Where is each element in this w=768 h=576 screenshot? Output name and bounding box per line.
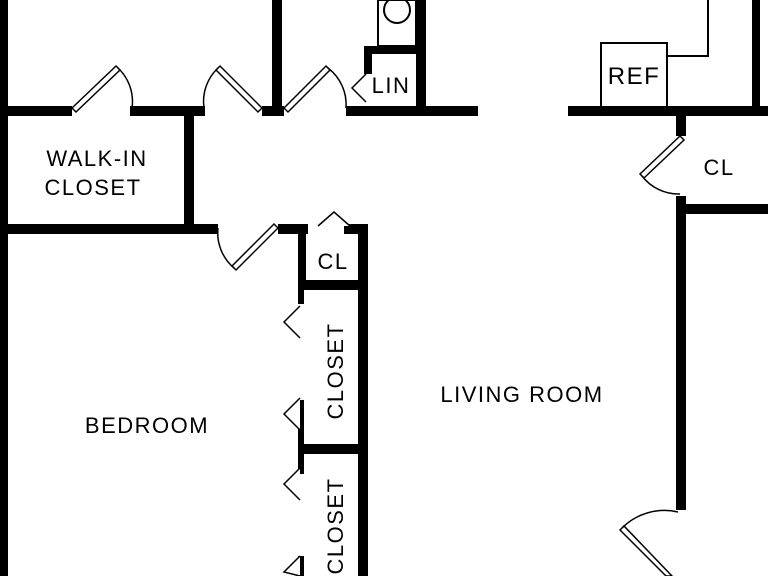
right-closet-bottom-wall xyxy=(676,204,768,214)
lower-closet-label: CLOSET xyxy=(323,477,348,574)
refrigerator-box xyxy=(600,42,668,109)
small-closet-top-wall xyxy=(344,224,368,234)
bedroom-top-wall-right xyxy=(278,224,308,234)
linen-closet-door[interactable] xyxy=(350,73,367,103)
kitchen-bottom-wall xyxy=(568,106,768,116)
upper-closet-door-1[interactable] xyxy=(282,305,301,339)
walk-in-closet-label-line2: CLOSET xyxy=(44,175,141,200)
entry-door[interactable] xyxy=(618,509,679,576)
linen-closet-label: LIN xyxy=(372,73,411,98)
fixtures xyxy=(377,0,709,109)
right-closet-label: CL xyxy=(703,155,734,180)
upper-partition-wall xyxy=(272,0,282,112)
refrigerator-label: REF xyxy=(608,63,661,90)
closet-column-left-seg-2 xyxy=(298,400,304,474)
walk-in-right-wall xyxy=(184,112,194,230)
closet-column-right-wall xyxy=(358,224,368,576)
closet-column-left-seg-1 xyxy=(298,284,304,304)
bedroom-top-wall-left xyxy=(0,224,218,234)
small-closet-left-wall-top xyxy=(298,224,306,284)
toilet-bowl xyxy=(383,0,411,24)
living-room-right-wall xyxy=(676,196,686,510)
bath-wall xyxy=(416,0,426,112)
kitchen-counter xyxy=(667,0,709,57)
walk-in-top-wall-right xyxy=(262,106,284,116)
walk-in-closet-door-left[interactable] xyxy=(70,64,134,114)
upper-closet-label: CLOSET xyxy=(323,322,348,419)
walk-in-top-wall-mid xyxy=(130,106,205,116)
hall-door[interactable] xyxy=(282,64,347,114)
bedroom-door[interactable] xyxy=(216,222,280,272)
closet-divider-1 xyxy=(298,280,368,290)
closet-divider-2 xyxy=(298,444,368,454)
linen-top-wall xyxy=(364,46,424,54)
bedroom-label: BEDROOM xyxy=(85,413,209,438)
room-labels: WALK-IN CLOSET BEDROOM LIVING ROOM LIN R… xyxy=(44,63,734,575)
left-outer-wall xyxy=(0,0,8,576)
toilet-tank xyxy=(377,0,417,47)
walk-in-closet-label-line1: WALK-IN xyxy=(46,146,147,171)
right-closet-door[interactable] xyxy=(638,134,686,195)
walk-in-top-wall-left xyxy=(0,106,72,116)
upper-closet-door-2[interactable] xyxy=(282,397,301,431)
linen-left-wall xyxy=(364,48,372,74)
walk-in-closet-door-right[interactable] xyxy=(202,64,264,114)
lower-closet-door-2[interactable] xyxy=(282,555,301,576)
small-closet-label: CL xyxy=(317,249,348,274)
kitchen-right-wall xyxy=(752,0,760,112)
linen-bottom-wall xyxy=(346,106,478,116)
lower-closet-door-1[interactable] xyxy=(282,467,301,501)
closet-column-left-seg-3 xyxy=(298,556,304,576)
right-closet-left-wall-top xyxy=(676,112,686,136)
small-closet-door[interactable] xyxy=(317,211,351,227)
doors[interactable] xyxy=(70,64,686,576)
living-room-label: LIVING ROOM xyxy=(440,382,603,407)
